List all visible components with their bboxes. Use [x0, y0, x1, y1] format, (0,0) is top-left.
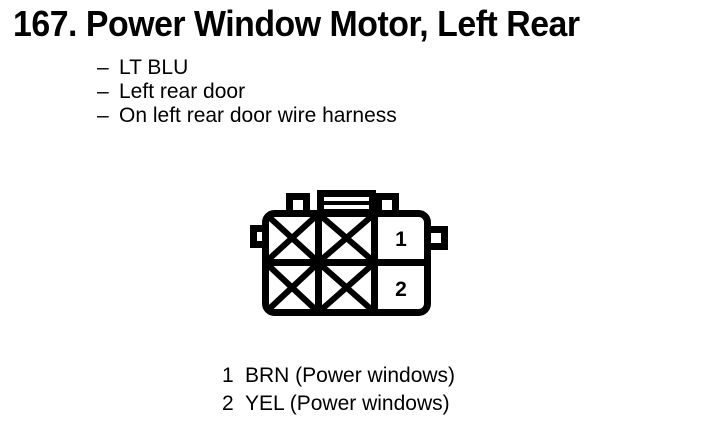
unused-cavity-marks	[265, 213, 374, 313]
dash-marker-icon: –	[97, 80, 109, 103]
spec-item: – Left rear door	[97, 80, 617, 104]
cavity-label-2: 2	[395, 278, 407, 301]
spec-item-label: Left rear door	[119, 80, 246, 103]
unused-cavity-x-r1c2	[319, 213, 374, 263]
spec-item-label: LT BLU	[119, 56, 189, 79]
top-center-latch-icon	[317, 190, 376, 214]
top-right-tab-icon	[375, 193, 399, 214]
unused-cavity-x-r1c1	[265, 213, 319, 263]
spec-item: – LT BLU	[97, 56, 617, 80]
right-side-tab-icon	[427, 226, 448, 250]
left-side-tab-icon	[250, 225, 265, 248]
unused-cavity-x-r2c1	[265, 262, 319, 313]
page-title: 167. Power Window Motor, Left Rear	[13, 3, 580, 44]
dash-marker-icon: –	[97, 104, 109, 127]
legend-pin-number: 1	[222, 364, 234, 387]
top-left-tab-icon	[286, 193, 310, 214]
spec-item: – On left rear door wire harness	[97, 104, 617, 128]
legend-pin-description: YEL (Power windows)	[245, 392, 450, 415]
unused-cavity-x-r2c2	[319, 262, 374, 313]
legend-row: 1 BRN (Power windows)	[222, 362, 622, 390]
legend-pin-number: 2	[222, 392, 234, 415]
spec-list: – LT BLU – Left rear door – On left rear…	[97, 56, 617, 128]
legend-row: 2 YEL (Power windows)	[222, 390, 622, 418]
dash-marker-icon: –	[97, 56, 109, 79]
spec-item-label: On left rear door wire harness	[119, 104, 397, 127]
cavity-label-1: 1	[395, 228, 407, 251]
pin-legend: 1 BRN (Power windows) 2 YEL (Power windo…	[222, 362, 622, 418]
connector-diagram: 1 2	[250, 186, 460, 321]
legend-pin-description: BRN (Power windows)	[245, 364, 456, 387]
latch-stripes-icon	[322, 201, 371, 213]
connector-drawing: 1 2	[250, 190, 448, 316]
